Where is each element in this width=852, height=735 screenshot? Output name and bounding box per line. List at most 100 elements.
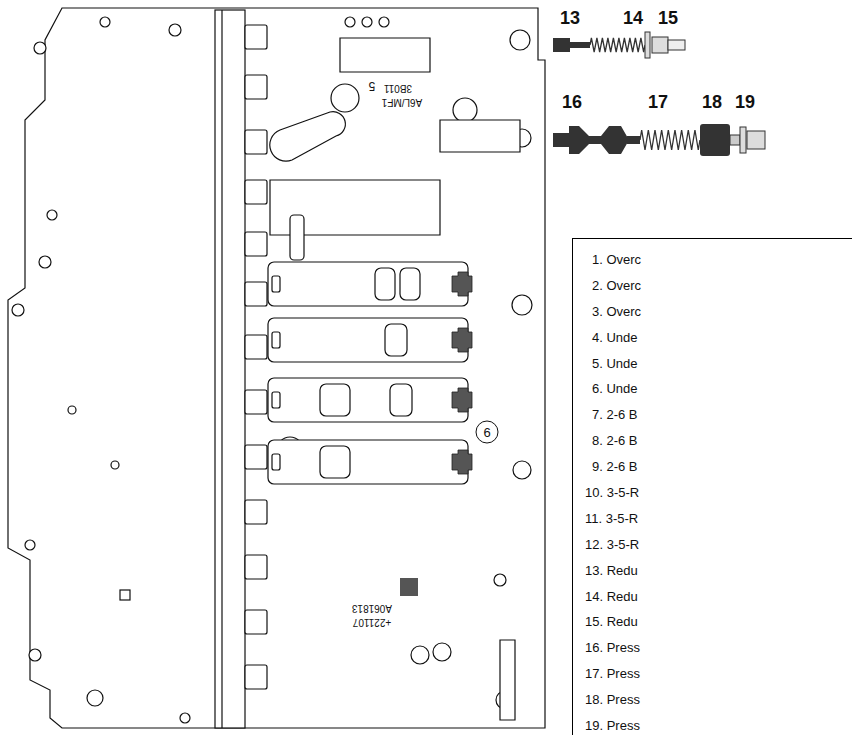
- hole: [47, 210, 57, 220]
- land: [385, 324, 407, 356]
- hole: [513, 461, 531, 479]
- part-list-entry: 13. Redu: [585, 558, 852, 584]
- callout-number: 17: [648, 93, 668, 111]
- part-list-entry: 7. 2-6 B: [585, 402, 852, 428]
- hole: [512, 295, 532, 315]
- valve-13-stem: [570, 42, 590, 48]
- hole: [345, 17, 355, 27]
- slot: [440, 120, 520, 152]
- edge-band: [215, 10, 245, 728]
- callout-number: 18: [702, 93, 722, 111]
- hole: [87, 690, 103, 706]
- casting-mark: 3B011: [384, 83, 412, 93]
- part-list-entry: 5. Unde: [585, 351, 852, 377]
- plug: [452, 328, 472, 352]
- part-list-entry: 11. 3-5-R: [585, 506, 852, 532]
- tab: [245, 25, 267, 49]
- callout-number: 16: [562, 93, 582, 111]
- part-list-entry: 14. Redu: [585, 584, 852, 610]
- spring-17: [640, 130, 700, 150]
- tab: [245, 335, 267, 359]
- nut-19: [747, 131, 765, 149]
- casting-mark: A061813: [352, 603, 392, 613]
- casting-mark: +221107: [353, 617, 391, 627]
- block-18: [700, 124, 730, 156]
- hole: [510, 30, 530, 50]
- tab: [245, 665, 267, 689]
- port: [120, 590, 130, 600]
- hole: [39, 256, 51, 268]
- hole: [494, 574, 506, 586]
- number-ring: [476, 421, 498, 443]
- part-list-entry: 8. 2-6 B: [585, 428, 852, 454]
- hole: [100, 17, 110, 27]
- tab: [245, 75, 267, 99]
- part-list-entry: 10. 3-5-R: [585, 480, 852, 506]
- window: [272, 276, 280, 292]
- valve-plugs: [452, 272, 472, 474]
- tab: [245, 390, 267, 414]
- hole: [68, 406, 76, 414]
- land: [390, 384, 412, 416]
- plug: [452, 450, 472, 474]
- reducing-valve-parts: [553, 32, 685, 58]
- part-list-entry: 19. Press: [585, 713, 852, 735]
- tab: [245, 555, 267, 579]
- part-list-entry: 1. Overc: [585, 247, 852, 273]
- casting-mark: 5: [369, 80, 376, 92]
- casting-mark: A6L/MF1: [382, 97, 423, 107]
- hole: [180, 713, 190, 723]
- washer-19: [740, 127, 746, 153]
- hole: [111, 461, 119, 469]
- hole: [169, 24, 181, 36]
- part-list-entry: 4. Unde: [585, 325, 852, 351]
- pressure-valve-parts: [553, 124, 765, 156]
- tab: [245, 130, 267, 154]
- callout-number: 15: [658, 9, 678, 27]
- tab: [245, 232, 267, 256]
- edge-band-line: [221, 10, 222, 728]
- bore: [268, 440, 468, 484]
- bolt-holes: [12, 17, 532, 723]
- part-list-entry: 2. Overc: [585, 273, 852, 299]
- tab: [245, 610, 267, 634]
- window: [272, 454, 280, 470]
- tab: [245, 500, 267, 524]
- callout-number: 13: [560, 9, 580, 27]
- bolt-15: [668, 40, 685, 50]
- spring-14: [590, 38, 645, 52]
- window: [272, 332, 280, 348]
- tab: [245, 282, 267, 306]
- part-list-entry: 15. Redu: [585, 609, 852, 635]
- callout-number: 19: [735, 93, 755, 111]
- part-list-entry: 17. Press: [585, 661, 852, 687]
- part-list-entry: 16. Press: [585, 635, 852, 661]
- part-list-entry: 18. Press: [585, 687, 852, 713]
- plug: [452, 272, 472, 296]
- hole: [29, 649, 41, 661]
- hole: [12, 304, 24, 316]
- qr-code: [400, 578, 418, 596]
- land: [320, 446, 350, 478]
- tab: [245, 180, 267, 204]
- bore: [268, 318, 468, 362]
- bore: [268, 378, 468, 422]
- part-list-entry: 9. 2-6 B: [585, 454, 852, 480]
- port: [290, 215, 304, 260]
- part-list-entry: 6. Unde: [585, 376, 852, 402]
- valve-13: [553, 38, 570, 52]
- lever: [270, 112, 346, 162]
- land: [375, 268, 395, 300]
- hole: [433, 643, 451, 661]
- bore: [268, 262, 468, 306]
- logo-circle: [331, 84, 359, 112]
- hole: [411, 646, 429, 664]
- edge-tabs: [245, 25, 267, 689]
- callout-number: 14: [623, 9, 643, 27]
- spool-16: [553, 126, 640, 154]
- land: [400, 268, 420, 300]
- lever-slot: [500, 640, 515, 720]
- hole: [379, 17, 389, 27]
- casting-mark: 6: [483, 426, 490, 439]
